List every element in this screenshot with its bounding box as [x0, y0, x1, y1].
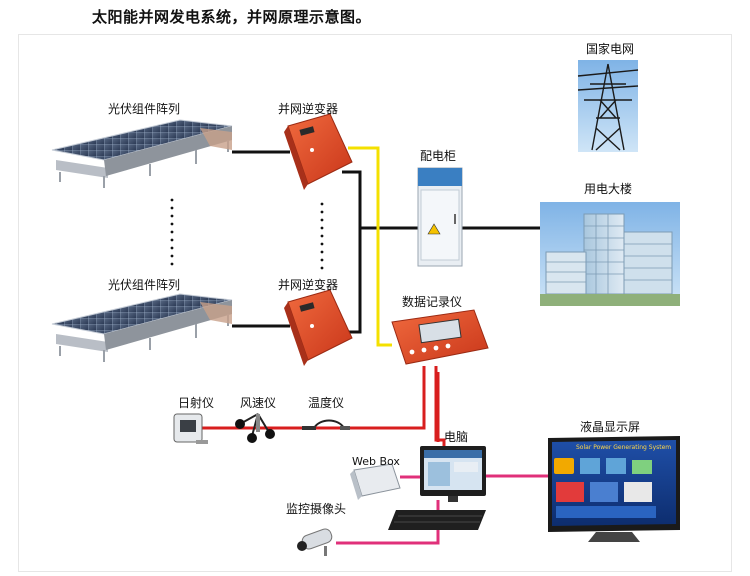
- irradiance-sensor: [173, 413, 208, 444]
- lcd-display-label: 液晶显示屏: [580, 420, 641, 434]
- lcd-screen-title: Solar Power Generating System: [576, 444, 672, 451]
- yellow-signal-wires: [348, 146, 392, 347]
- page-title: 太阳能并网发电系统，并网原理示意图。: [92, 8, 372, 26]
- inverter-top-label: 并网逆变器: [278, 102, 339, 116]
- computer-label: 电脑: [444, 430, 469, 444]
- red-signal-wires: [200, 366, 446, 448]
- pv-array-bottom: [51, 293, 233, 362]
- power-tower: [577, 60, 639, 152]
- continuation-dots: [170, 198, 324, 270]
- distribution-cabinet-label: 配电柜: [420, 149, 457, 163]
- data-logger-label: 数据记录仪: [402, 295, 463, 309]
- thermometer-sensor: [302, 419, 350, 430]
- office-building: [540, 202, 680, 306]
- inverter-top: [284, 113, 353, 190]
- data-logger: [391, 309, 489, 365]
- dc-wires: [232, 150, 540, 334]
- irradiance-sensor-label: 日射仪: [178, 396, 215, 410]
- surveillance-camera: [297, 528, 333, 556]
- inverter-bottom-label: 并网逆变器: [278, 278, 339, 292]
- pv-array-bottom-label: 光伏组件阵列: [108, 278, 181, 292]
- computer: [388, 446, 486, 530]
- pv-array-top-label: 光伏组件阵列: [108, 102, 181, 116]
- lcd-display: [548, 436, 680, 542]
- anemometer: [235, 413, 275, 443]
- distribution-cabinet: [417, 167, 463, 267]
- web-box-label: Web Box: [352, 455, 400, 468]
- anemometer-label: 风速仪: [240, 396, 277, 410]
- state-grid-label: 国家电网: [586, 42, 635, 56]
- header-band: [0, 0, 750, 34]
- building-label: 用电大楼: [584, 182, 633, 196]
- pv-array-top: [51, 119, 233, 188]
- camera-label: 监控摄像头: [286, 502, 347, 516]
- thermometer-label: 温度仪: [308, 396, 345, 410]
- inverter-bottom: [284, 289, 353, 366]
- web-box: [350, 463, 401, 500]
